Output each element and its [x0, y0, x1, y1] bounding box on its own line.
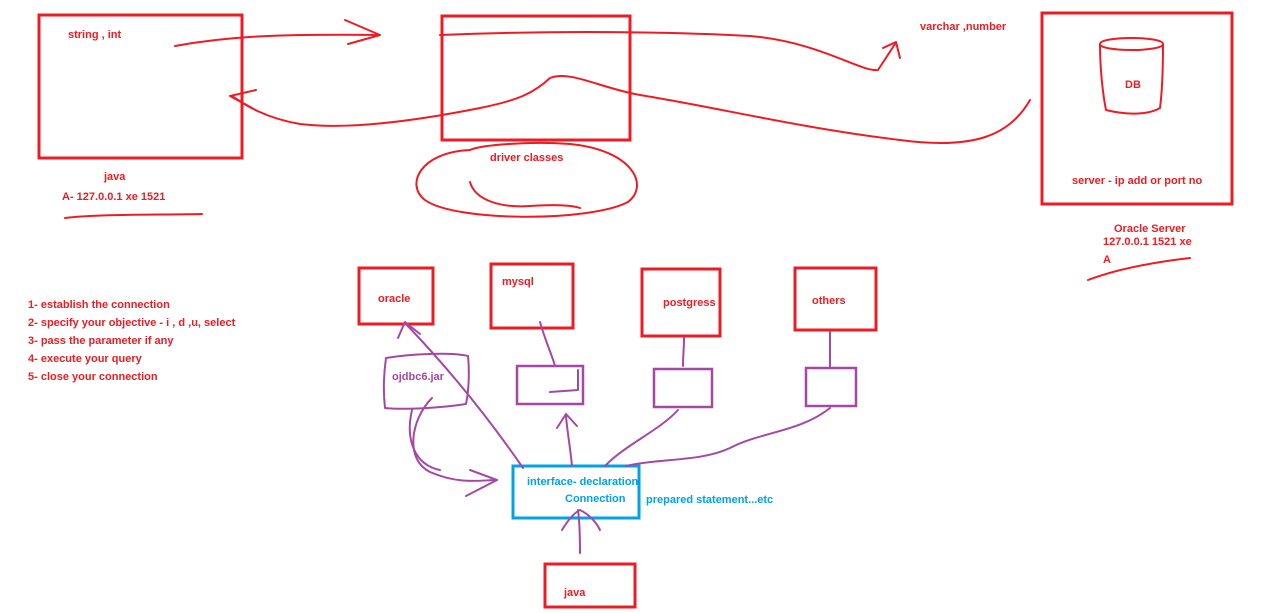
bottom-java-box [543, 562, 637, 609]
ojdbc-jar-box [382, 352, 470, 410]
steps-list: 1- establish the connection 2- specify y… [28, 299, 236, 383]
bottom-java-label: java [563, 587, 586, 599]
arrow-server-to-java [231, 75, 1031, 144]
purple-connectors [397, 321, 831, 554]
mysql-jar-scribble [549, 369, 579, 393]
postgres-jar-box [652, 367, 714, 409]
postgres-label: postgress [663, 297, 716, 309]
oracle-address-underline [1087, 257, 1191, 281]
vendor-boxes: oracle mysql postgress others [357, 262, 878, 338]
jar-tail-curve [408, 409, 441, 471]
ojdbc-jar-label: ojdbc6.jar [392, 371, 445, 383]
oracle-box [357, 266, 435, 326]
mysql-box [489, 262, 575, 330]
mysql-arrowhead [556, 413, 578, 429]
arrowhead-server-to-java [229, 89, 257, 109]
step-4: 4- execute your query [28, 353, 143, 365]
mysql-label: mysql [502, 276, 534, 288]
oracle-server-box [1040, 11, 1234, 206]
interface-to-oracle-line [404, 322, 524, 469]
driver-inner-curve [469, 181, 581, 209]
postgres-box [640, 267, 722, 338]
step-2: 2- specify your objective - i , d ,u, se… [28, 317, 236, 329]
jar-interface-arrowhead [465, 469, 498, 497]
server-ip-port-label: server - ip add or port no [1072, 175, 1202, 187]
java-to-interface-line [577, 509, 581, 554]
interface-connection-label: Connection [565, 493, 626, 505]
step-5: 5- close your connection [28, 371, 158, 383]
interface-to-mysql-line [565, 415, 573, 467]
others-box [793, 266, 878, 332]
driver-jars: ojdbc6.jar [382, 321, 858, 410]
interface-group: interface- declaration Connection prepar… [511, 464, 773, 520]
others-label: others [812, 295, 846, 307]
driver-classes-label: driver classes [490, 152, 563, 164]
java-client-box [37, 13, 244, 160]
bottom-java-group: java [543, 562, 637, 609]
interface-prepared-statement-label: prepared statement...etc [646, 494, 773, 506]
oracle-server-alias: A [1103, 254, 1111, 266]
interface-to-others-line [625, 407, 831, 467]
java-client-group: string , int java A- 127.0.0.1 xe 1521 [37, 13, 244, 219]
java-types-label: string , int [68, 29, 122, 41]
others-jar-box [804, 366, 858, 408]
arrowhead-java-to-middle [344, 19, 381, 45]
jar-to-interface-curve [412, 397, 498, 482]
mysql-jar-link [539, 321, 556, 367]
oracle-label: oracle [378, 293, 410, 305]
arrow-java-to-middle [174, 33, 379, 47]
interface-to-postgres-line [604, 409, 679, 467]
arrowhead-middle-to-server [882, 41, 901, 59]
middle-box [440, 14, 632, 142]
oracle-server-address: 127.0.0.1 1521 xe [1103, 236, 1192, 248]
arrow-middle-to-server [439, 31, 896, 72]
db-types-label: varchar ,number [920, 21, 1007, 33]
mysql-jar-box [515, 364, 585, 406]
oracle-arrowhead [397, 321, 421, 339]
db-cylinder-icon [1099, 37, 1164, 115]
java-address-underline [64, 213, 203, 219]
driver-classes-ellipse [415, 141, 638, 218]
java-interface-arrowhead [561, 509, 601, 531]
step-1: 1- establish the connection [28, 299, 170, 311]
java-client-name: java [103, 171, 126, 183]
db-label: DB [1125, 79, 1141, 91]
oracle-server-name: Oracle Server [1114, 223, 1186, 235]
interface-box [511, 464, 641, 520]
oracle-server-group: DB server - ip add or port no Oracle Ser… [1040, 11, 1234, 281]
postgres-jar-link [682, 337, 685, 367]
interface-declaration-label: interface- declaration [527, 476, 639, 488]
step-3: 3- pass the parameter if any [28, 335, 174, 347]
middle-group: driver classes [415, 14, 638, 218]
java-client-address: A- 127.0.0.1 xe 1521 [62, 191, 165, 203]
